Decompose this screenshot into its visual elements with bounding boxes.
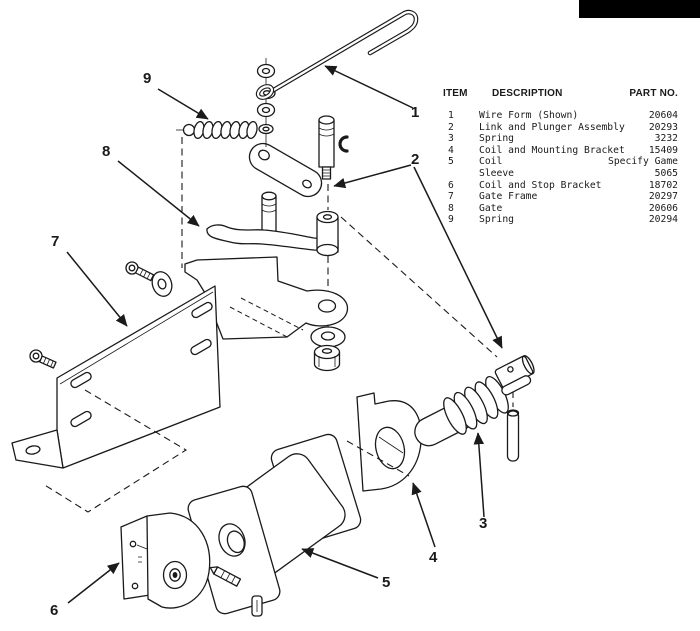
callout-1: 1 [411, 104, 420, 121]
callout-4: 4 [429, 549, 438, 566]
table-row: 3 Spring 3232 [443, 133, 678, 145]
col-header-part-no: PART NO. [629, 88, 678, 99]
mounting-screw-top [125, 261, 156, 282]
callout-9: 9 [143, 70, 152, 87]
callout-2: 2 [411, 151, 420, 168]
link-plate [248, 142, 323, 198]
parts-table: ITEM DESCRIPTION PART NO. 1 Wire Form (Sh… [443, 88, 678, 226]
table-row: 6 Coil and Stop Bracket 18702 [443, 180, 678, 192]
e-clip [338, 135, 349, 153]
coil-mounting-bracket [356, 392, 422, 492]
table-row: 7 Gate Frame 20297 [443, 191, 678, 203]
cell-item: 7 [448, 191, 454, 203]
cell-item: 6 [448, 179, 454, 191]
col-header-item: ITEM [443, 88, 468, 99]
coil-stop-bracket [120, 512, 211, 609]
gate-frame-top-plate [184, 256, 349, 340]
coil-lug [209, 566, 242, 587]
cell-item: 9 [448, 214, 454, 226]
roll-pin [506, 409, 520, 462]
cell-item [443, 168, 479, 180]
cell-description: Spring [479, 214, 514, 226]
table-row: 5 Coil Specify Game [443, 156, 678, 168]
cell-description: Coil and Stop Bracket [479, 179, 602, 191]
callout-7: 7 [51, 233, 60, 250]
cell-description: Spring [479, 133, 514, 145]
table-row: 1 Wire Form (Shown) 20604 [443, 110, 678, 122]
spring-9 [176, 120, 258, 140]
cell-description: Link and Plunger Assembly [479, 121, 625, 133]
callout-3: 3 [479, 515, 488, 532]
cell-part-no: 20294 [648, 214, 678, 226]
callout-5: 5 [382, 574, 391, 591]
cell-part-no: Specify Game [608, 156, 678, 168]
alignment-dash-bracket [346, 440, 410, 477]
washer-and-nut [310, 326, 346, 372]
coil [187, 433, 362, 617]
cell-part-no: 20606 [648, 202, 678, 214]
cell-part-no: 20604 [648, 110, 678, 121]
cell-item: 8 [448, 202, 454, 214]
cell-description: Coil and Mounting Bracket [479, 144, 625, 156]
cell-part-no: 3232 [654, 133, 678, 145]
gate [206, 191, 339, 257]
cell-item: 4 [448, 144, 454, 156]
callout-8: 8 [102, 143, 111, 160]
mounting-screw-left [29, 349, 57, 369]
cell-part-no: 20297 [648, 191, 678, 203]
screw-washer [151, 271, 173, 297]
cell-description: Coil [479, 156, 503, 168]
cell-description: Gate [479, 202, 503, 214]
cell-item: 3 [448, 133, 454, 145]
cell-description: Sleeve [479, 167, 514, 179]
plunger [318, 115, 335, 180]
cell-item: 1 [448, 110, 454, 121]
table-row: 2 Link and Plunger Assembly 20293 [443, 122, 678, 134]
alignment-dash-lower [42, 389, 188, 513]
table-row: 9 Spring 20294 [443, 214, 678, 226]
col-header-description: DESCRIPTION [492, 88, 563, 99]
callout-6: 6 [50, 602, 59, 619]
coil-sleeve-assembly [414, 354, 535, 462]
callout-arrows [66, 65, 503, 604]
gate-frame-bracket [11, 285, 221, 469]
cell-item: 2 [448, 121, 454, 133]
cell-part-no: 5065 [654, 167, 678, 179]
cell-part-no: 20293 [648, 121, 678, 133]
cell-item: 5 [448, 156, 454, 168]
cell-description: Wire Form (Shown) [479, 110, 579, 121]
wire-form [255, 9, 419, 100]
parts-table-rows: 1 Wire Form (Shown) 20604 2 Link and Plunge… [443, 110, 678, 226]
table-row: Sleeve 5065 [443, 168, 678, 180]
parts-table-header: ITEM DESCRIPTION PART NO. [443, 88, 678, 110]
table-row: 8 Gate 20606 [443, 203, 678, 215]
retaining-ring-stack [256, 58, 276, 147]
table-row: 4 Coil and Mounting Bracket 15409 [443, 145, 678, 157]
cell-part-no: 18702 [648, 179, 678, 191]
cell-part-no: 15409 [648, 144, 678, 156]
cell-description: Gate Frame [479, 191, 538, 203]
redaction-bar [579, 0, 700, 18]
